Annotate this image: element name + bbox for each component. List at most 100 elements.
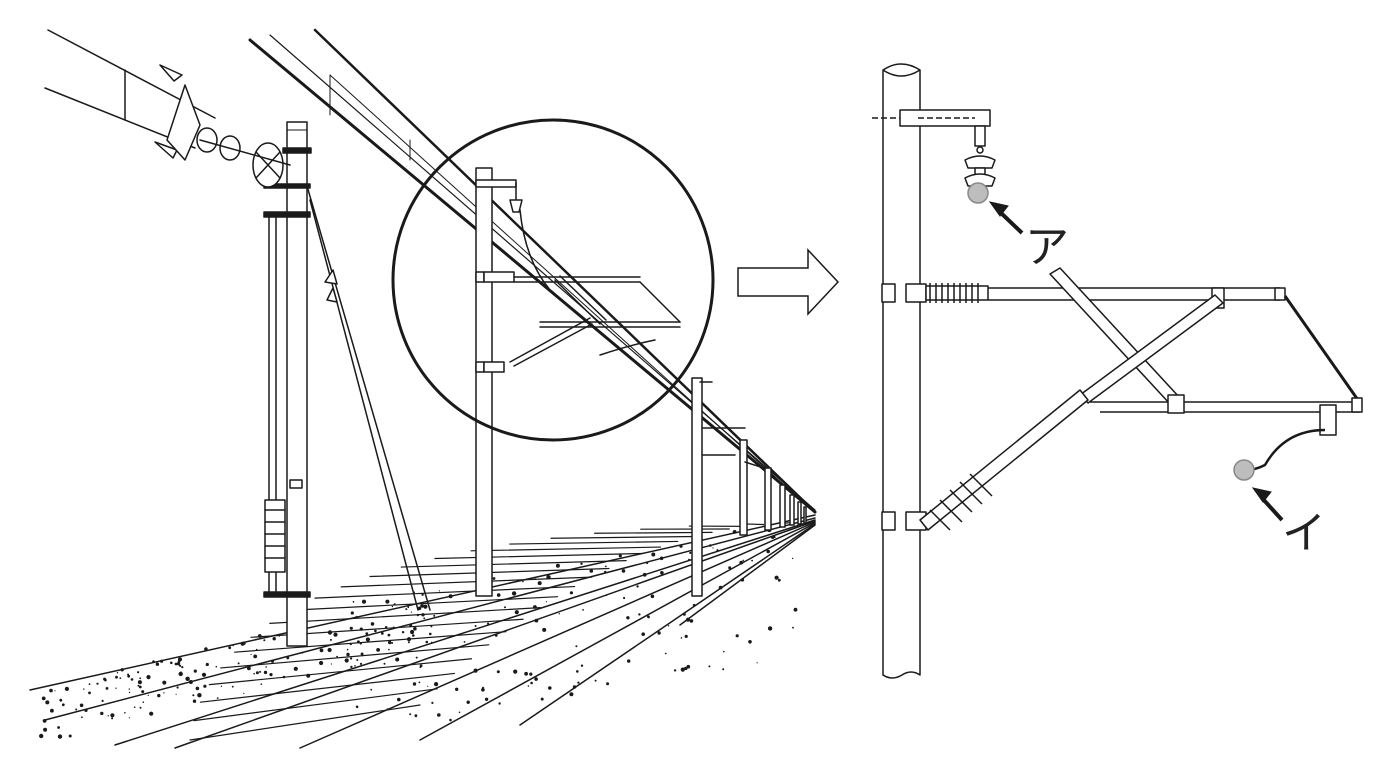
ballast-dot [380, 632, 384, 635]
ballast-dot [594, 679, 597, 682]
ballast-dot [49, 688, 53, 693]
ballast-dot [197, 693, 202, 698]
ballast-dot [269, 673, 273, 677]
ballast-dot [569, 692, 574, 697]
ballast-dot [228, 646, 232, 650]
ballast-dot [642, 572, 647, 577]
ballast-dot [349, 626, 353, 630]
ballast-dot [534, 578, 537, 580]
ballast-dot [504, 606, 506, 609]
ballast-dot [370, 622, 375, 626]
ballast-dot [203, 684, 207, 688]
ballast-dot [257, 634, 262, 638]
catenary-wires [248, 28, 817, 514]
ballast-dot [282, 675, 286, 679]
ballast-dot [157, 693, 161, 698]
ballast-dot [716, 549, 719, 552]
ballast-dot [263, 639, 266, 642]
ballast-dot [430, 625, 433, 628]
ballast-dot [408, 637, 411, 640]
label-i: イ [1282, 508, 1326, 559]
ballast-dot [466, 700, 470, 704]
ballast-dot [576, 670, 579, 673]
ballast-dot [534, 677, 538, 681]
ballast-dot [421, 613, 425, 617]
ballast-dots [39, 528, 798, 739]
feeder-insulator-string [44, 29, 291, 188]
sleeper [269, 607, 541, 624]
ballast-dot [626, 616, 630, 620]
ballast-dot [688, 558, 690, 561]
ballast-dot [410, 632, 412, 635]
ballast-dot [105, 687, 109, 690]
ballast-dot [359, 642, 362, 645]
ballast-dot [756, 662, 758, 664]
ballast-dot [41, 696, 46, 701]
sleeper [290, 596, 559, 611]
ballast-dot [205, 662, 209, 667]
ballast-dot [111, 717, 114, 720]
ballast-dot [405, 608, 408, 611]
ballast-dot [481, 688, 485, 692]
ballast-dot [792, 626, 794, 629]
insulator-bulb-a [967, 182, 989, 204]
ballast-dot [365, 632, 369, 635]
ballast-dot [751, 559, 753, 562]
ballast-dot [430, 641, 433, 644]
ballast-dot [412, 682, 417, 686]
ballast-dot [234, 665, 236, 668]
track-bed [29, 514, 816, 749]
ballast-dot [685, 617, 691, 622]
ballast-dot [247, 666, 251, 671]
sleeper [509, 540, 679, 545]
ballast-dot [522, 580, 524, 583]
ballast-dot [386, 708, 388, 710]
ballast-dot [149, 711, 154, 716]
sleeper [434, 552, 644, 560]
ballast-dot [110, 713, 115, 718]
ballast-dot [667, 625, 670, 627]
ballast-dot [458, 711, 461, 714]
ballast-dot [425, 640, 429, 644]
ballast-dot [555, 563, 560, 568]
ballast-dot [124, 712, 126, 714]
ballast-dot [179, 664, 182, 667]
ballast-dot [530, 681, 533, 685]
sleeper [470, 546, 662, 552]
ballast-dot [431, 701, 434, 705]
ballast-dot [178, 671, 183, 677]
ballast-dot [791, 557, 794, 560]
ballast-dot [484, 697, 489, 701]
ballast-dot [329, 638, 332, 641]
ballast-dot [487, 622, 490, 625]
label-arrows [988, 201, 1284, 522]
ballast-dot [680, 637, 683, 639]
ballast-dot [572, 685, 577, 689]
ballast-dot [100, 711, 104, 716]
ballast-dot [356, 659, 359, 661]
ballast-dot [137, 684, 140, 687]
ballast-dot [242, 641, 246, 645]
ballast-dot [255, 671, 259, 675]
ballast-dot [689, 619, 694, 623]
ballast-dot [361, 599, 367, 604]
ballast-dot [771, 535, 775, 540]
ballast-dot [618, 554, 622, 558]
ballast-dot [327, 630, 333, 635]
ballast-dot [392, 626, 395, 629]
ballast-dot [139, 677, 142, 680]
detail-pole [882, 63, 921, 679]
ballast-dot [376, 648, 380, 652]
ballast-dot [54, 690, 56, 692]
ballast-dot [75, 708, 78, 711]
ballast-dot [50, 708, 54, 713]
ballast-dot [498, 702, 501, 705]
ballast-dot [673, 669, 677, 672]
ballast-dot [545, 601, 548, 603]
ballast-dot [542, 627, 547, 632]
ballast-dot [175, 693, 177, 695]
ballast-dot [360, 652, 364, 656]
ballast-dot [141, 690, 145, 694]
ballast-dot [413, 626, 417, 631]
ballast-dot [604, 570, 607, 574]
